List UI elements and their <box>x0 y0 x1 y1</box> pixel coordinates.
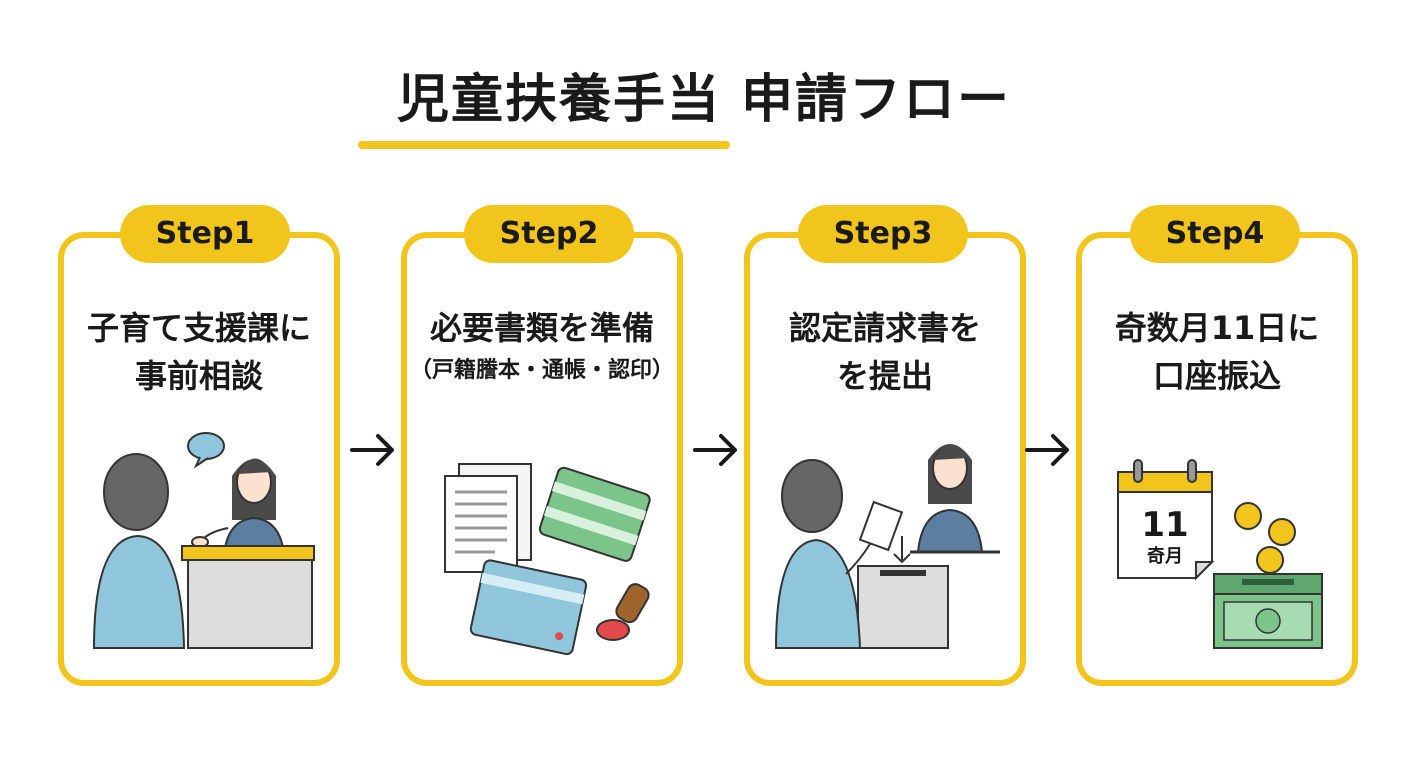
calendar-day: 11 <box>1141 505 1188 545</box>
coin-icon <box>1256 546 1284 574</box>
coin-icon <box>1234 502 1262 530</box>
bank-transfer-illustration: 11 奇月 <box>1117 459 1323 649</box>
title-underline <box>358 141 730 149</box>
step-card-1: 子育て支援課に 事前相談 <box>58 232 340 686</box>
banknote-icon <box>1213 573 1323 649</box>
arrow-right-icon <box>1025 434 1069 466</box>
submission-illustration <box>774 444 1000 649</box>
calendar-label: 奇月 <box>1147 545 1183 567</box>
coin-icon <box>1268 518 1296 546</box>
step-badge: Step1 <box>120 205 290 263</box>
step-subtitle: （戸籍謄本・通帳・認印） <box>409 358 674 383</box>
step-badge: Step4 <box>1130 205 1300 263</box>
consultation-illustration <box>92 432 315 649</box>
step-title: 子育て支援課に 事前相談 <box>86 309 311 395</box>
arrow-right-icon <box>350 434 394 466</box>
step-badge: Step3 <box>798 205 968 263</box>
step-title: 必要書類を準備 <box>429 309 654 347</box>
arrow-right-icon <box>693 434 737 466</box>
step-card-2: 必要書類を準備 （戸籍謄本・通帳・認印） <box>401 232 683 686</box>
step-title: 認定請求書を を提出 <box>788 309 981 395</box>
step-card-4: 奇数月11日に 口座振込 11 奇月 <box>1076 232 1358 686</box>
step-title: 奇数月11日に 口座振込 <box>1114 309 1320 395</box>
documents-illustration <box>444 463 651 656</box>
step-badge: Step2 <box>464 205 634 263</box>
page-title: 児童扶養手当 申請フロー <box>396 70 1012 130</box>
step-card-3: 認定請求書を を提出 <box>744 232 1026 686</box>
calendar-icon: 11 奇月 <box>1117 459 1215 581</box>
